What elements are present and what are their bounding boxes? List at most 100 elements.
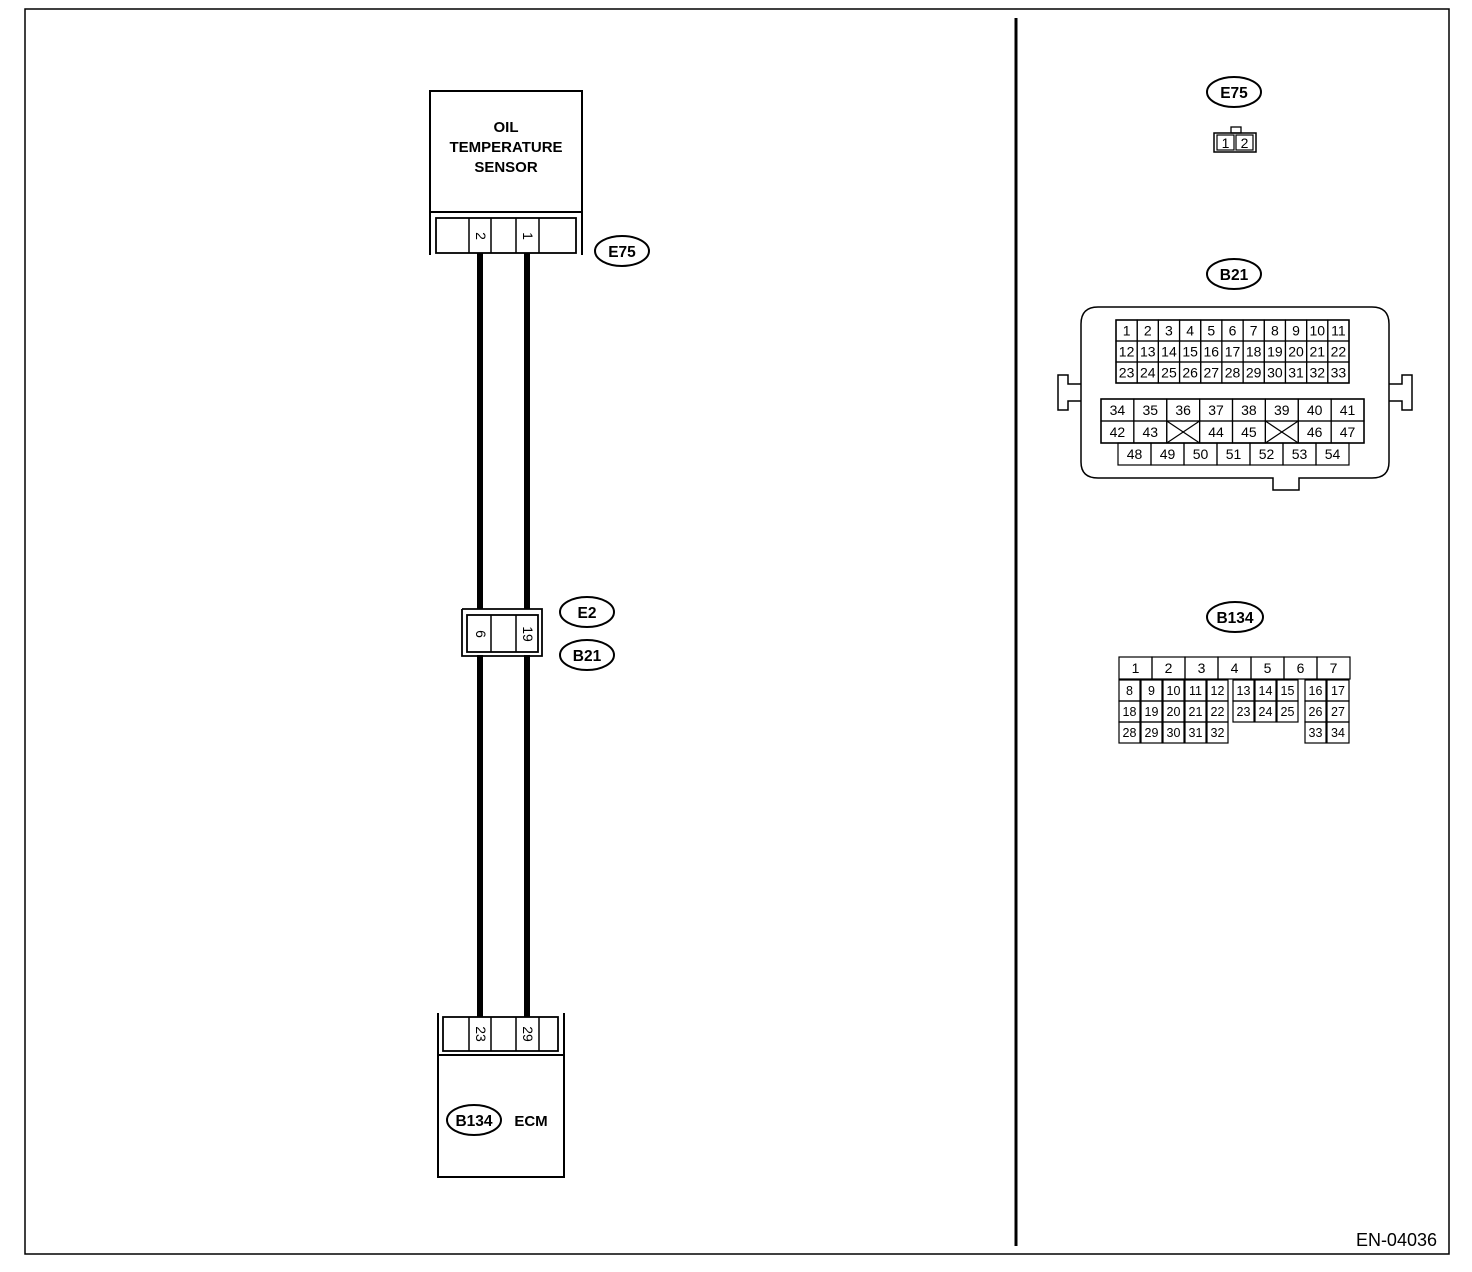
svg-text:4: 4 [1231,660,1239,676]
svg-text:1: 1 [1123,323,1131,339]
b21-pin-53: 53 [1282,442,1317,466]
ecm-pin-23: 23 [473,1026,489,1042]
b21-latch-right [1389,374,1413,411]
svg-text:5: 5 [1207,323,1215,339]
e75-view-pin-2: 2 [1241,135,1249,151]
svg-text:18: 18 [1123,705,1137,719]
svg-text:45: 45 [1241,424,1257,440]
joint-connector: 6 19 E2 B21 [461,596,615,671]
b21-pin-10: 10 [1306,319,1329,342]
svg-text:18: 18 [1246,344,1262,360]
svg-text:44: 44 [1208,424,1224,440]
svg-text:23: 23 [1237,705,1251,719]
b21-pin-43: 43 [1133,420,1168,444]
svg-text:24: 24 [1259,705,1273,719]
b21-latch-left [1057,374,1081,411]
svg-text:2: 2 [1165,660,1173,676]
svg-text:52: 52 [1259,446,1275,462]
b134-pin-3: 3 [1184,656,1219,680]
b134-pin-16: 16 [1304,679,1327,702]
b134-pin-29: 29 [1140,721,1163,744]
svg-text:27: 27 [1331,705,1345,719]
svg-text:47: 47 [1340,424,1356,440]
b21-pin-6: 6 [1221,319,1244,342]
svg-text:16: 16 [1204,344,1220,360]
svg-text:46: 46 [1307,424,1323,440]
svg-text:24: 24 [1140,365,1156,381]
b134-pin-24: 24 [1254,700,1277,723]
b134-pin-8: 8 [1118,679,1141,702]
b21-pin-28: 28 [1221,361,1244,384]
sensor-pin-1: 1 [520,232,536,240]
b134-pin-2: 2 [1151,656,1186,680]
b21-pin-46: 46 [1297,420,1332,444]
b21-pin-48: 48 [1117,442,1152,466]
ecm-connector-code: B134 [446,1104,502,1136]
svg-text:6: 6 [1229,323,1237,339]
svg-text:23: 23 [1119,365,1135,381]
svg-text:30: 30 [1267,365,1283,381]
svg-text:B21: B21 [573,648,602,665]
svg-text:11: 11 [1331,323,1346,339]
svg-text:49: 49 [1160,446,1176,462]
b21-pin-25: 25 [1157,361,1181,384]
b134-pin-34: 34 [1326,721,1350,744]
svg-text:29: 29 [1145,726,1159,740]
joint-pin-19: 19 [520,626,536,642]
svg-text:4: 4 [1186,323,1194,339]
svg-text:36: 36 [1175,402,1191,418]
b21-pin-42: 42 [1100,420,1135,444]
b21-pin-16: 16 [1200,340,1223,363]
svg-text:34: 34 [1110,402,1126,418]
b21-pin-blank [1264,420,1299,444]
b134-pin-30: 30 [1162,721,1185,744]
b134-pin-7: 7 [1316,656,1351,680]
svg-text:B21: B21 [1220,267,1249,284]
b21-pin-5: 5 [1200,319,1223,342]
svg-text:B134: B134 [455,1113,492,1130]
b21-pin-34: 34 [1100,398,1135,422]
b21-pin-44: 44 [1199,420,1234,444]
figure-code: EN-04036 [1356,1230,1437,1250]
joint-pin-6: 6 [473,630,489,638]
svg-text:53: 53 [1292,446,1308,462]
connector-view-e75: E75 1 2 [1206,76,1262,153]
b134-pin-20: 20 [1162,700,1185,723]
svg-text:15: 15 [1182,344,1198,360]
svg-text:51: 51 [1226,446,1242,462]
svg-text:13: 13 [1237,684,1251,698]
b21-housing [1080,306,1390,491]
svg-text:37: 37 [1208,402,1224,418]
b21-pin-22: 22 [1327,340,1350,363]
svg-text:B134: B134 [1216,610,1253,627]
svg-text:27: 27 [1204,365,1220,381]
svg-text:22: 22 [1211,705,1225,719]
b21-pin-8: 8 [1263,319,1287,342]
svg-text:33: 33 [1331,365,1347,381]
svg-text:30: 30 [1167,726,1181,740]
svg-text:40: 40 [1307,402,1323,418]
connector-view-e75-code: E75 [1206,76,1262,108]
b21-pin-41: 41 [1330,398,1365,422]
svg-text:14: 14 [1259,684,1273,698]
b21-pin-40: 40 [1297,398,1332,422]
b21-pin-49: 49 [1150,442,1185,466]
svg-text:20: 20 [1288,344,1304,360]
svg-text:10: 10 [1309,323,1325,339]
b21-pin-7: 7 [1242,319,1265,342]
b134-pin-25: 25 [1276,700,1299,723]
b21-pin-26: 26 [1178,361,1202,384]
b21-pin-38: 38 [1231,398,1266,422]
svg-text:6: 6 [1297,660,1305,676]
b21-pin-33: 33 [1327,361,1350,384]
svg-text:7: 7 [1250,323,1258,339]
sensor-title-line-2: TEMPERATURE [449,139,562,156]
b134-pin-19: 19 [1140,700,1163,723]
b134-pin-15: 15 [1276,679,1299,702]
b21-pin-12: 12 [1115,340,1138,363]
b134-pin-5: 5 [1250,656,1285,680]
b134-pin-12: 12 [1206,679,1229,702]
sensor-connector: 2 1 [435,217,577,254]
